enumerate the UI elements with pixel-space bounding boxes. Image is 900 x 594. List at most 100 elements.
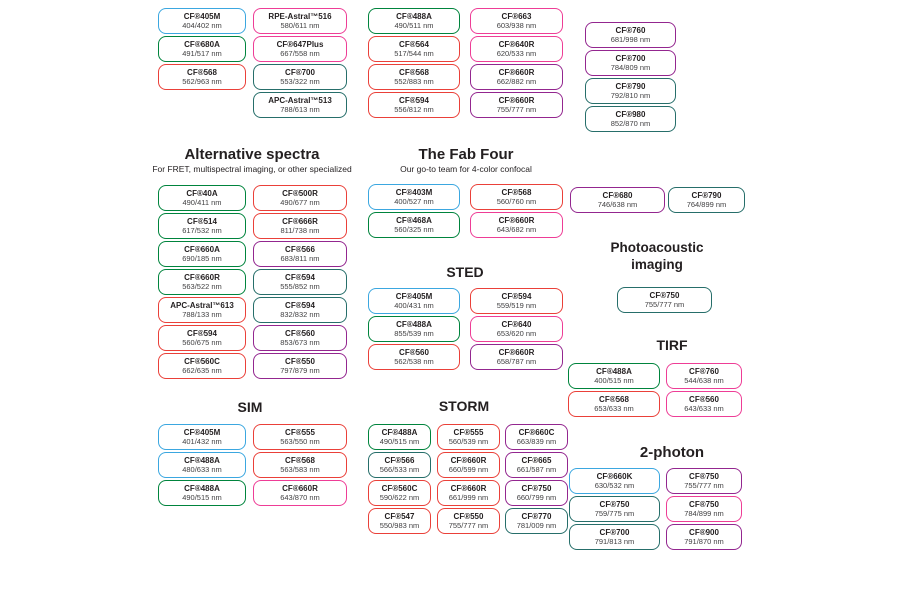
dye-wavelengths: 517/544 nm	[394, 49, 434, 59]
dye-name: CF®500R	[282, 188, 318, 198]
dye-name: CF®468A	[396, 215, 432, 225]
dye-wavelengths: 788/613 nm	[280, 105, 320, 115]
dye-name: CF®640	[501, 319, 532, 329]
dye-name: CF®560C	[184, 356, 220, 366]
dye-name: CF®488A	[184, 483, 220, 493]
dye-name: CF®568	[285, 455, 315, 465]
dye-wavelengths: 852/870 nm	[610, 119, 651, 129]
dye-wavelengths: 555/852 nm	[280, 282, 320, 292]
dye-wavelengths: 658/787 nm	[496, 357, 537, 367]
dye-wavelengths: 617/532 nm	[182, 226, 222, 236]
dye-wavelengths: 400/515 nm	[594, 376, 634, 386]
dye-wavelengths: 643/682 nm	[496, 225, 537, 235]
dye-wavelengths: 590/622 nm	[379, 493, 420, 503]
dye-name: APC-Astral™613	[170, 300, 234, 310]
section-title-tirf: TIRF	[656, 337, 688, 353]
dye-wavelengths: 563/522 nm	[182, 282, 222, 292]
dye-wavelengths: 560/539 nm	[448, 437, 489, 447]
dye-name: CF®403M	[395, 187, 433, 197]
dye-wavelengths: 853/673 nm	[280, 338, 320, 348]
dye-name: CF®760	[615, 25, 646, 35]
dye-name: CF®700	[615, 53, 646, 63]
dye-wavelengths: 563/550 nm	[280, 437, 320, 447]
dye-name: CF®660R	[282, 483, 318, 493]
dye-wavelengths: 855/539 nm	[394, 329, 434, 339]
dye-name: CF®550	[453, 511, 484, 521]
dye-name: CF®750	[599, 499, 630, 509]
dye-wavelengths: 563/583 nm	[280, 465, 320, 475]
dye-name: CF®568	[501, 187, 532, 197]
dye-name: CF®594	[501, 291, 532, 301]
dye-wavelengths: 556/812 nm	[394, 105, 434, 115]
dye-wavelengths: 560/760 nm	[496, 197, 537, 207]
dye-name: CF®547	[384, 511, 415, 521]
dye-name: CF®665	[521, 455, 552, 465]
dye-name: CF®594	[285, 300, 315, 310]
section-subtitle-fab-four: Our go-to team for 4-color confocal	[400, 164, 532, 174]
dye-name: CF®750	[689, 499, 719, 509]
dye-name: CF®900	[689, 527, 719, 537]
dye-name: CF®560	[285, 328, 315, 338]
dye-name: CF®566	[285, 244, 315, 254]
dye-wavelengths: 552/883 nm	[394, 77, 434, 87]
dye-wavelengths: 662/635 nm	[182, 366, 222, 376]
dye-name: CF®514	[187, 216, 217, 226]
dye-wavelengths: 490/411 nm	[182, 198, 222, 208]
dye-wavelengths: 791/870 nm	[684, 537, 724, 547]
dye-wavelengths: 784/809 nm	[610, 63, 651, 73]
section-title-sim: SIM	[237, 399, 263, 415]
dye-name: CF®564	[399, 39, 429, 49]
dye-name: CF®663	[501, 11, 532, 21]
dye-wavelengths: 566/533 nm	[379, 465, 420, 475]
dye-wavelengths: 832/832 nm	[280, 310, 320, 320]
dye-wavelengths: 690/185 nm	[182, 254, 222, 264]
dye-name: CF®488A	[184, 455, 220, 465]
dye-name: CF®660R	[450, 455, 487, 465]
dye-wavelengths: 480/633 nm	[182, 465, 222, 475]
dye-wavelengths: 784/899 nm	[684, 509, 724, 519]
dye-name: CF®555	[285, 427, 315, 437]
dye-wavelengths: 400/431 nm	[394, 301, 434, 311]
dye-wavelengths: 661/587 nm	[516, 465, 557, 475]
section-title-fab-four: The Fab Four	[418, 146, 514, 163]
dye-name: CF®660R	[498, 95, 535, 105]
dye-name: CF®568	[187, 67, 217, 77]
dye-name: CF®560	[689, 394, 719, 404]
dye-name: CF®760	[689, 366, 719, 376]
